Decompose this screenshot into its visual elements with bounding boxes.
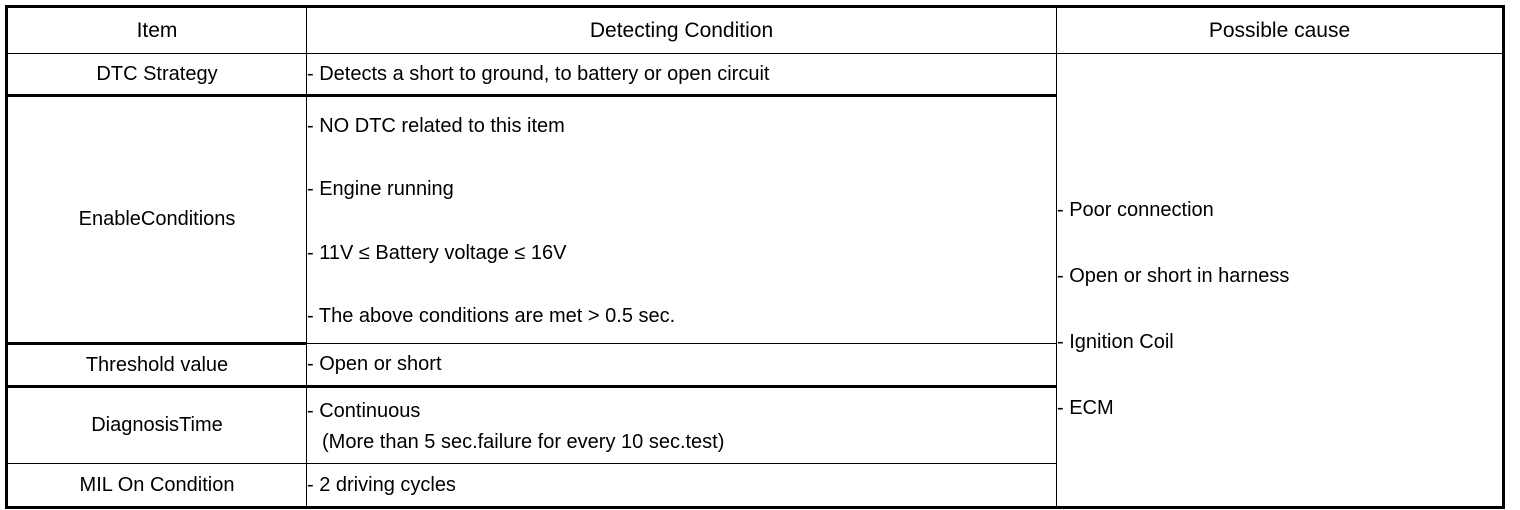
row-condition-threshold-value: - Open or short [306, 343, 1057, 387]
cause-item-ecm: - ECM [1057, 397, 1114, 419]
condition-line: - 2 driving cycles [307, 473, 456, 496]
table-row: DiagnosisTime - Continuous (More than 5 … [6, 385, 1504, 464]
enable-conditions-list: - NO DTC related to this item - Engine r… [307, 98, 1056, 342]
diagnosis-time-lines: - Continuous (More than 5 sec.failure fo… [307, 393, 1056, 458]
row-label-diagnosis-time: DiagnosisTime [6, 385, 307, 464]
table-body: DTC Strategy - Detects a short to ground… [6, 53, 1504, 508]
row-condition-enable-conditions: - NO DTC related to this item - Engine r… [306, 94, 1057, 344]
table-row: DTC Strategy - Detects a short to ground… [6, 53, 1504, 508]
header-row: Item Detecting Condition Possible cause [6, 6, 1504, 54]
table-row: Threshold value - Open or short [6, 343, 1504, 387]
column-header-item: Item [6, 6, 307, 54]
dtc-detecting-condition-table: Item Detecting Condition Possible cause … [5, 5, 1505, 509]
condition-line: - Continuous [307, 400, 421, 422]
possible-cause-list: - Poor connection - Open or short in har… [1057, 115, 1502, 445]
row-label-mil-on-condition: MIL On Condition [6, 463, 307, 508]
condition-line-detail: (More than 5 sec.failure for every 10 se… [322, 431, 725, 453]
table-row: MIL On Condition - 2 driving cycles [6, 463, 1504, 508]
condition-line: - 11V ≤ Battery voltage ≤ 16V [307, 241, 567, 264]
cause-item-ignition-coil: - Ignition Coil [1057, 331, 1174, 353]
table-header: Item Detecting Condition Possible cause [6, 6, 1504, 54]
condition-line: - Open or short [307, 353, 442, 375]
condition-line: - NO DTC related to this item [307, 115, 565, 137]
row-condition-mil-on-condition: - 2 driving cycles [306, 463, 1057, 508]
row-condition-diagnosis-time: - Continuous (More than 5 sec.failure fo… [306, 385, 1057, 464]
condition-line: - Detects a short to ground, to battery … [307, 62, 770, 85]
row-label-dtc-strategy: DTC Strategy [6, 53, 307, 96]
row-label-threshold-value: Threshold value [6, 343, 307, 387]
cause-item-poor-connection: - Poor connection [1057, 199, 1214, 221]
cause-item-open-or-short-in-harness: - Open or short in harness [1057, 265, 1290, 287]
column-header-detecting-condition: Detecting Condition [306, 6, 1057, 54]
row-label-enable-conditions: EnableConditions [6, 94, 307, 345]
possible-cause-cell: - Poor connection - Open or short in har… [1056, 53, 1504, 508]
condition-line: - Engine running [307, 178, 454, 201]
table-row: EnableConditions - NO DTC related to thi… [6, 94, 1504, 345]
condition-line: - The above conditions are met > 0.5 sec… [307, 304, 676, 327]
column-header-possible-cause: Possible cause [1056, 6, 1504, 54]
row-condition-dtc-strategy: - Detects a short to ground, to battery … [306, 53, 1057, 96]
